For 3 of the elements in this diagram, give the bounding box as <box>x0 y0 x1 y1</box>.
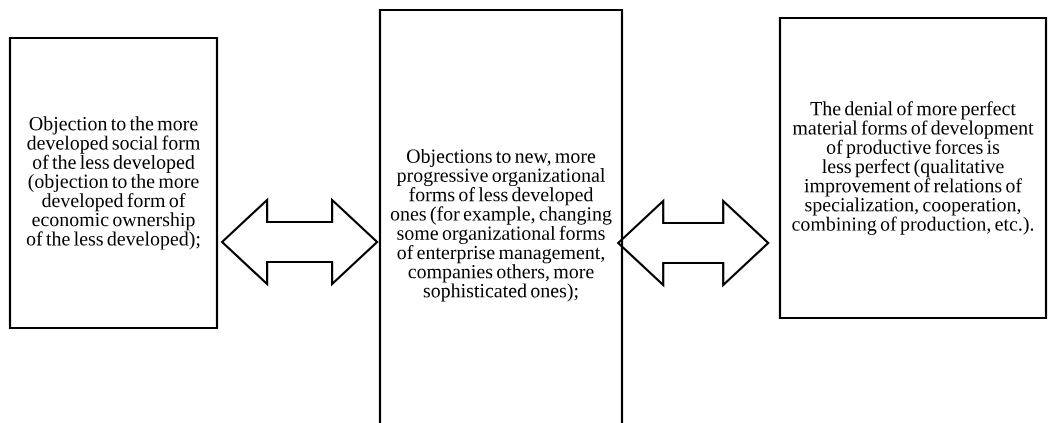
text-box: Objections to new, more progressive organizational forms of less developed ones (for example, changing some organizational forms of enterprise management, companies others, more sophisticated ones); <box>378 8 624 423</box>
text-box: The denial of more perfect material forms of development of productive forces is less perfect (qualitative improvement of relations of specialization, cooperation, combining of production, etc.). <box>778 16 1048 320</box>
text-box: Objection to the more developed social form of the less developed (objection to the more developed form of economic ownership of the less developed); <box>8 36 219 330</box>
